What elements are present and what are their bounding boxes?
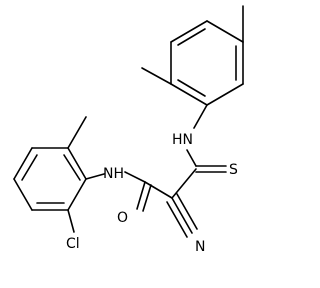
nh-label: NH (103, 166, 124, 182)
dimethylphenyl-ring (141, 5, 244, 129)
chloromethylphenyl-ring (13, 116, 105, 233)
chlorine-label: Cl (66, 236, 80, 252)
cyanoacetamide-core (124, 149, 227, 238)
nitrogen-label: N (195, 239, 205, 255)
hn-label: HN (172, 132, 193, 148)
sulfur-label: S (229, 162, 238, 178)
chemical-structure-diagram: HN S NH O N Cl (13, 5, 244, 255)
oxygen-label: O (117, 210, 128, 226)
